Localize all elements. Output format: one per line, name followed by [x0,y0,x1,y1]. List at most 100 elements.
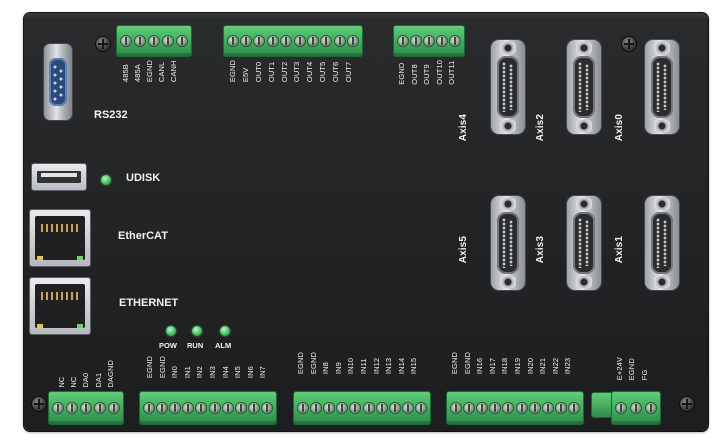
terminal-screw[interactable] [410,36,421,46]
terminal-screw[interactable] [95,403,105,413]
terminal-screw[interactable] [476,403,487,413]
terminal-screw[interactable] [389,403,400,413]
pin-label: OUT4 [305,61,315,83]
terminal-screw[interactable] [53,403,63,413]
terminal-screw[interactable] [241,36,252,46]
terminal-screw[interactable] [249,403,260,413]
terminal-screw[interactable] [490,403,501,413]
pin-label: OUT3 [292,61,302,83]
terminal-screw[interactable] [337,403,348,413]
mounting-screw-top-right [622,37,636,51]
terminal-screw[interactable] [121,36,131,46]
terminal-screw[interactable] [350,403,361,413]
can-485-pin-labels: 485B 485A EGND CANL CANH [121,60,178,83]
terminal-screw[interactable] [227,36,238,46]
terminal-screw[interactable] [450,36,461,46]
terminal-screw[interactable] [109,403,119,413]
ethercat-port[interactable] [30,210,90,266]
pin-label: IN8 [321,362,331,375]
pin-label: DA0 [81,372,91,388]
rs232-connector[interactable] [44,44,72,120]
terminal-screw[interactable] [177,36,187,46]
terminal-screw[interactable] [135,36,145,46]
mounting-screw-bottom-right [680,397,694,411]
pin-label: 485A [133,64,142,83]
can-485-terminal[interactable] [117,26,191,56]
fg-terminal-tab[interactable] [592,393,612,417]
terminal-screw[interactable] [222,403,233,413]
terminal-screw[interactable] [67,403,77,413]
terminal-screw[interactable] [397,36,408,46]
terminal-screw[interactable] [376,403,387,413]
terminal-screw[interactable] [463,403,474,413]
terminal-screw[interactable] [630,403,641,413]
pin-label: OUT6 [331,61,341,83]
terminal-screw[interactable] [423,36,434,46]
terminal-screw[interactable] [403,403,414,413]
terminal-screw[interactable] [169,403,180,413]
pin-label: EGND [308,352,318,375]
pin-label: E5V [240,67,250,83]
input-terminal-3[interactable] [447,392,583,424]
terminal-screw[interactable] [348,36,359,46]
terminal-screw[interactable] [254,36,265,46]
ethernet-port[interactable] [30,278,90,334]
terminal-screw[interactable] [235,403,246,413]
pin-label: IN9 [333,362,343,375]
axis2-connector[interactable] [567,40,601,134]
pin-label: IN6 [245,366,255,379]
terminal-screw[interactable] [363,403,374,413]
terminal-screw[interactable] [450,403,461,413]
terminal-screw[interactable] [297,403,308,413]
input-terminal-1[interactable] [140,392,276,424]
output-terminal-2[interactable] [394,26,464,56]
pin-label: OUT10 [434,60,444,85]
axis3-connector[interactable] [567,196,601,290]
terminal-screw[interactable] [529,403,540,413]
udisk-label: UDISK [126,172,161,184]
terminal-screw[interactable] [156,403,167,413]
terminal-screw[interactable] [294,36,305,46]
terminal-screw[interactable] [416,403,427,413]
terminal-screw[interactable] [556,403,567,413]
power-pin-labels: E+24V EGND FG [615,357,649,381]
terminal-screw[interactable] [569,403,580,413]
terminal-screw[interactable] [183,403,194,413]
axis5-connector[interactable] [491,196,525,290]
usb-port[interactable] [32,164,86,190]
pin-label: IN12 [371,357,381,375]
terminal-screw[interactable] [281,36,292,46]
terminal-screw[interactable] [143,403,154,413]
terminal-screw[interactable] [503,403,514,413]
pin-label: EGND [296,352,305,375]
terminal-screw[interactable] [334,36,345,46]
terminal-screw[interactable] [262,403,273,413]
terminal-screw[interactable] [163,36,173,46]
terminal-screw[interactable] [516,403,527,413]
power-terminal[interactable] [612,392,660,424]
pin-label: E+24V [615,357,624,381]
terminal-screw[interactable] [81,403,91,413]
da-terminal[interactable] [49,392,123,424]
axis1-connector[interactable] [645,196,679,290]
pin-label: IN14 [396,357,406,375]
axis0-connector[interactable] [645,40,679,134]
axis4-connector[interactable] [491,40,525,134]
terminal-screw[interactable] [645,403,656,413]
terminal-screw[interactable] [542,403,553,413]
terminal-screw[interactable] [616,403,627,413]
pin-label: IN13 [384,357,394,375]
output-terminal-1[interactable] [224,26,362,56]
terminal-screw[interactable] [308,36,319,46]
axis4-label: Axis4 [458,114,469,142]
terminal-screw[interactable] [437,36,448,46]
input-terminal-2[interactable] [294,392,430,424]
axis1-label: Axis1 [614,236,625,264]
terminal-screw[interactable] [196,403,207,413]
terminal-screw[interactable] [323,403,334,413]
terminal-screw[interactable] [267,36,278,46]
terminal-screw[interactable] [209,403,220,413]
terminal-screw[interactable] [149,36,159,46]
terminal-screw[interactable] [321,36,332,46]
terminal-screw[interactable] [310,403,321,413]
